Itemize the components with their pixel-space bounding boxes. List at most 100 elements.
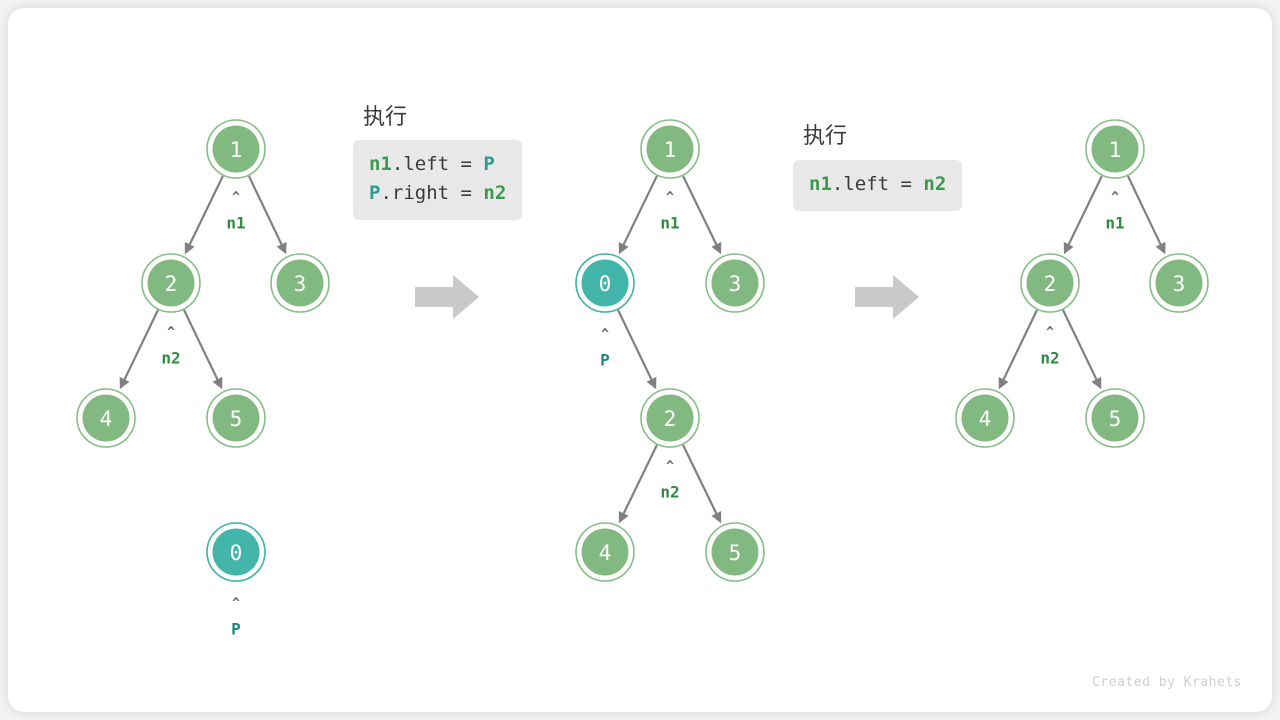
exec-label: 执行 [363,105,408,130]
node-disc [646,125,694,173]
node-white-ring [577,255,633,311]
pointer-caret-icon: ^ [232,190,240,205]
node-value: 0 [599,272,612,296]
pointer-caret-icon: ^ [232,596,240,611]
tree-node: 2 [1020,253,1080,313]
tree-node: 1 [1085,119,1145,179]
pointers-layer: ^n1^n2^P^n1^P^n2^n1^n2 [161,190,1124,639]
node-value: 5 [230,407,243,431]
exec-label: 执行 [803,124,848,149]
tree-edge [682,444,722,524]
node-white-ring [1087,390,1143,446]
node-value: 2 [165,272,178,296]
node-outer-ring [575,253,635,313]
step-arrow-icon [855,275,919,319]
node-white-ring [1022,255,1078,311]
tree-edge [184,175,224,255]
code-line: n1.left = n2 [809,170,946,199]
node-disc [711,259,759,307]
pointer-label: ^n2 [161,325,180,368]
node-value: 4 [979,407,992,431]
node-outer-ring [640,388,700,448]
pointer-name: n1 [660,214,679,233]
pointer-name: n2 [1040,349,1059,368]
node-white-ring [208,121,264,177]
step-arrows-layer [415,275,919,319]
tree-node: 3 [1149,253,1209,313]
node-value: 1 [230,138,243,162]
edges-layer [119,175,1166,524]
node-value: 2 [1044,272,1057,296]
node-white-ring [957,390,1013,446]
node-outer-ring [206,119,266,179]
node-disc [1026,259,1074,307]
node-outer-ring [270,253,330,313]
tree-edge [183,309,223,390]
node-disc [961,394,1009,442]
node-disc [212,528,260,576]
node-outer-ring [955,388,1015,448]
tree-node: 3 [705,253,765,313]
node-white-ring [642,390,698,446]
node-value: 3 [294,272,307,296]
code-token: P [369,181,381,204]
node-disc [82,394,130,442]
node-value: 0 [230,541,243,565]
tree-node: 4 [955,388,1015,448]
code-token: .left = [831,173,924,195]
tree-edge [247,175,287,255]
tree-edge [1062,309,1102,390]
pointer-name: n2 [161,349,180,368]
node-white-ring [272,255,328,311]
node-disc [147,259,195,307]
node-disc [581,528,629,576]
pointer-label: ^ n1 [226,190,245,233]
pointer-name: n1 [226,214,245,233]
credit-text: Created by Krahets [1092,675,1242,690]
pointer-name: n1 [1105,214,1124,233]
node-disc [1155,259,1203,307]
tree-edge [119,309,159,390]
pointer-label: ^P [231,596,241,639]
node-white-ring [78,390,134,446]
tree-edge [1063,175,1103,255]
tree-node: 2 [141,253,201,313]
node-disc [212,394,260,442]
code-token: n1 [369,153,392,175]
node-disc [1091,125,1139,173]
node-value: 3 [1173,272,1186,296]
tree-edge [1126,175,1166,255]
node-white-ring [707,524,763,580]
node-outer-ring [575,522,635,582]
node-white-ring [577,524,633,580]
code-line: n1.left = P [369,150,506,179]
node-value: 4 [599,541,612,565]
code-token: P [483,153,495,175]
pointer-caret-icon: ^ [666,459,674,474]
tree-node: 0 [206,522,266,582]
tree-node: 5 [1085,388,1145,448]
node-disc [581,259,629,307]
node-outer-ring [705,522,765,582]
pointer-name: P [231,620,241,639]
node-white-ring [208,524,264,580]
node-white-ring [1151,255,1207,311]
node-outer-ring [206,388,266,448]
node-value: 4 [100,407,113,431]
tree-edge [682,175,722,255]
node-value: 2 [664,407,677,431]
node-outer-ring [1020,253,1080,313]
node-white-ring [1087,121,1143,177]
tree-node: 1 [206,119,266,179]
pointer-caret-icon: ^ [601,327,609,342]
node-outer-ring [76,388,136,448]
node-outer-ring [141,253,201,313]
node-white-ring [143,255,199,311]
node-value: 3 [729,272,742,296]
code-token: n2 [483,181,507,204]
node-white-ring [208,390,264,446]
tree-edge [998,309,1038,390]
